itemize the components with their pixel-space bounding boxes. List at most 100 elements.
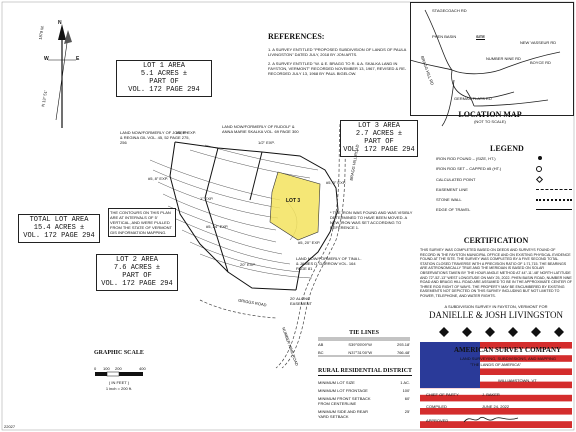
references-title: REFERENCES:	[268, 32, 325, 41]
lot-label-line: PART OF	[122, 272, 152, 280]
company-address: WILLIAMSTOWN, VT	[498, 378, 537, 383]
legend-item: IRON ROD FOUND – (SIZE, HT.)	[436, 156, 572, 161]
contour-note: THE CONTOURS ON THIS PLAN ARE AT INTERVA…	[108, 208, 176, 237]
stone-wall-icon	[536, 199, 572, 202]
road-label: NEW VASSEUR RD	[520, 40, 557, 45]
title-subtitle: A SUBDIVISION SURVEY IN FAYSTON, VERMONT…	[444, 304, 548, 309]
chief-label: CHIEF OF PARTY	[426, 392, 459, 397]
company-tagline: "THE LANDS OF AMERICA"	[470, 362, 522, 367]
location-map-subtitle: (NOT TO SCALE)	[474, 119, 506, 124]
graphic-scale-bar	[95, 371, 143, 377]
location-map-title: LOCATION MAP	[458, 110, 522, 119]
lot-label-line: TOTAL LOT AREA	[29, 216, 89, 224]
scale-tick: 0	[94, 366, 97, 371]
lot-label-line: 2.7 ACRES ±	[355, 130, 403, 138]
signature-icon	[463, 416, 519, 423]
easement-line-icon	[536, 189, 572, 192]
lot-label-line: 5.1 ACRES ±	[140, 70, 188, 78]
moved-iron-note: * THE IRON WAS FOUND AND WAS VISIBLY DET…	[330, 210, 413, 230]
graphic-scale-title: GRAPHIC SCALE	[94, 350, 144, 356]
easement-label: 20' ALONG EASEMENT	[290, 296, 313, 306]
client-name: DANIELLE & JOSH LIVINGSTON	[428, 310, 564, 320]
calculated-point-icon	[535, 175, 544, 184]
certification-title: CERTIFICATION	[463, 236, 529, 245]
road-label: BOYCE RD	[530, 60, 551, 65]
lot-3-area-box: LOT 3 AREA 2.7 ACRES ± PART OF VOL. 172 …	[340, 120, 418, 157]
pin-label: #5, 24" EXP.	[206, 224, 229, 229]
title-block-ornaments	[439, 327, 564, 337]
american-flag-icon	[420, 342, 572, 428]
lot-2-area-box: LOT 2 AREA 7.6 ACRES ± PART OF VOL. 172 …	[96, 254, 178, 291]
references-block: REFERENCES: 1. A SURVEY ENTITLED "PROPOS…	[268, 32, 408, 76]
legend-list: IRON ROD FOUND – (SIZE, HT.) IRON ROD SE…	[436, 156, 572, 212]
pin-label: #5, 8" EXP.	[148, 176, 169, 181]
north-letter: N	[58, 20, 62, 26]
lot-label-line: PART OF	[364, 138, 394, 146]
road-label: GERMAN FLATS RD	[454, 96, 492, 101]
district-title: RURAL RESIDENTIAL DISTRICT	[318, 368, 413, 376]
pin-label: 1/2" EXP.	[258, 140, 275, 145]
road-label: NUMBER NINE RD	[486, 56, 521, 61]
edge-of-travel-icon	[536, 209, 572, 212]
certification-text: THIS SURVEY WAS COMPLETED BASED ON DEEDS…	[420, 248, 572, 298]
pin-label: #5, 3" EXP.	[326, 180, 347, 185]
scale-tick: 200	[115, 366, 122, 371]
scale-ratio: 1 inch = 200 ft.	[105, 386, 133, 391]
site-label: SITE	[476, 34, 485, 40]
pin-label: 20" EXP.	[240, 262, 256, 267]
legend-item: STONE WALL	[436, 197, 572, 202]
lot-label-line: 15.4 ACRES ±	[33, 224, 85, 232]
lot-label-line: LOT 1 AREA	[142, 62, 185, 70]
legend-item: EDGE OF TRAVEL	[436, 207, 572, 212]
company-services: LAND SURVEYING, SUBDIVISIONS, AND MAPPIN…	[460, 356, 556, 361]
west-letter: W	[44, 56, 49, 62]
lot-label-line: VOL. 172 PAGE 294	[101, 280, 173, 288]
compiled-value: JUNE 24, 2022	[482, 404, 510, 409]
legend-item: IRON ROD SET – CAPPED #5 (HT.)	[436, 166, 572, 172]
location-map-frame	[410, 2, 574, 116]
lot-label-line: VOL. 172 PAGE 294	[343, 146, 415, 154]
road-lines	[199, 123, 347, 369]
iron-rod-found-icon	[538, 156, 542, 160]
reference-item: 1. A SURVEY ENTITLED "PROPOSED SUBDIVISI…	[268, 47, 407, 57]
pin-label: #5, 6" EXP.	[176, 130, 197, 135]
compiled-label: COMPILED	[426, 404, 447, 409]
property-boundary	[169, 141, 339, 291]
scale-unit: ( IN FEET )	[108, 380, 130, 385]
lot-label-line: PART OF	[149, 78, 179, 86]
lot-3-marker: LOT 3	[286, 198, 301, 204]
road-label: PHEN BASIN	[432, 34, 457, 39]
abutter-label: LAND NOW/FORMERLY OF JOSEPH & REGINA GIL…	[120, 130, 190, 145]
pin-label: 1" EXP.	[200, 196, 214, 201]
legend-title: LEGEND	[490, 144, 524, 153]
reference-item: 2. A SURVEY ENTITLED "W. & E. BRAGG TO R…	[268, 61, 407, 76]
road-label: STAGECOACH RD	[432, 8, 467, 13]
iron-rod-set-icon	[536, 166, 542, 172]
scale-tick: 100	[103, 366, 110, 371]
pin-label: #5, 20" EXP.	[298, 240, 321, 245]
north-arrow-icon	[48, 24, 76, 128]
lot-label-line: LOT 2 AREA	[115, 256, 158, 264]
approved-label: APPROVED	[426, 418, 449, 423]
company-name: AMERICAN SURVEY COMPANY	[454, 346, 562, 354]
lot-label-line: LOT 3 AREA	[357, 122, 400, 130]
east-letter: E	[76, 56, 80, 62]
location-map-roads	[409, 9, 561, 127]
drawing-number: 22027	[4, 424, 16, 429]
highlighted-lot-area	[269, 171, 321, 241]
chief-value: J. BAKER	[482, 392, 500, 397]
tie-lines-title: TIE LINES	[349, 330, 379, 336]
scale-tick: 400	[139, 366, 146, 371]
lot-1-area-box: LOT 1 AREA 5.1 ACRES ± PART OF VOL. 172 …	[116, 60, 212, 97]
total-lot-area-box: TOTAL LOT AREA 15.4 ACRES ± VOL. 172 PAG…	[18, 214, 100, 243]
abutter-label: LAND NOW/FORMERLY OF TINA L. & JAMES D. …	[296, 256, 362, 271]
